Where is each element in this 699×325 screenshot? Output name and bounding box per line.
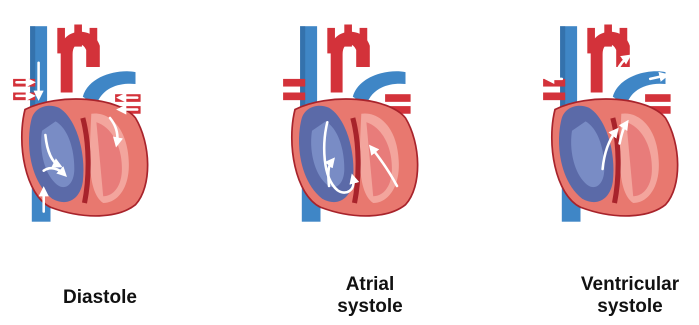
caption-line: Diastole <box>0 287 200 309</box>
caption-line: systole <box>530 296 699 318</box>
panel-ventricular-systole: Ventricular systole <box>530 0 699 325</box>
panel-diastole: Diastole <box>0 0 200 325</box>
heart-illustration-icon <box>538 4 699 249</box>
heart-illustration-icon <box>8 4 178 249</box>
caption-line: Atrial <box>270 274 470 296</box>
caption-atrial-systole: Atrial systole <box>270 274 470 318</box>
caption-line: systole <box>270 296 470 318</box>
caption-line: Ventricular <box>530 274 699 296</box>
caption-ventricular-systole: Ventricular systole <box>530 274 699 318</box>
caption-diastole: Diastole <box>0 287 200 309</box>
heart-illustration-icon <box>278 4 448 249</box>
panel-atrial-systole: Atrial systole <box>270 0 470 325</box>
